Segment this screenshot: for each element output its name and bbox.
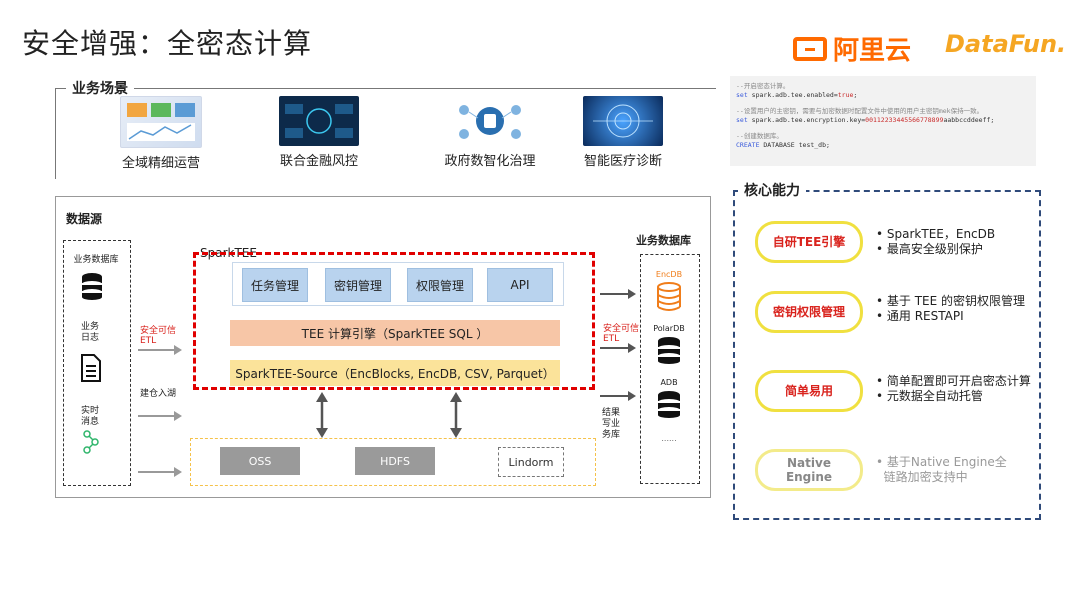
feature-item: • SparkTEE，EncDB [876,227,996,241]
capability-key-permission: 密钥权限管理 [755,291,863,333]
module-api: API [487,268,553,302]
architecture-diagram [55,196,711,498]
tee-compute-engine: TEE 计算引擎（SparkTEE SQL ） [230,320,560,346]
code-snippet: --开启密态计算。 set spark.adb.tee.enabled=true… [730,76,1036,166]
source-business-db-label: 业务数据库 [73,255,119,265]
module-task-management: 任务管理 [242,268,308,302]
aliyun-logo-text: 阿里云 [833,36,912,66]
scenario-item: 全域精细运营 [118,96,204,171]
capability-features: • 基于 TEE 的密钥权限管理 • 通用 RESTAPI [876,294,1025,324]
feature-item: • 简单配置即可开启密态计算 [876,374,1031,388]
government-thumbnail-icon [450,96,530,146]
aliyun-logo-icon [793,36,827,61]
code-comment: --设置用户的主密钥，需要与加密数据时配置文件中使用的用户主密钥mek保持一致。 [736,107,984,115]
encdb-database-icon [657,282,681,311]
code-line: set spark.adb.tee.enabled=true; [736,90,858,99]
code-comment: --创建数据库。 [736,132,783,140]
code-line: set spark.adb.tee.encryption.key=0011223… [736,115,995,124]
module-permission-management: 权限管理 [407,268,473,302]
scenario-item: 智能医疗诊断 [578,96,668,169]
scenario-label: 智能医疗诊断 [583,154,662,169]
database-icon [82,273,102,300]
feature-item: • 通用 RESTAPI [876,309,964,323]
finance-thumbnail-icon [279,96,359,146]
module-key-management: 密钥管理 [325,268,391,302]
feature-item: • 最高安全级别保护 [876,242,983,256]
aliyun-logo: 阿里云 [793,30,911,67]
medical-thumbnail-icon [583,96,663,146]
db-adb-label: ADB [660,378,678,387]
core-capabilities-panel [733,190,1041,520]
datasource-label: 数据源 [66,212,103,226]
datasource-panel [63,240,131,486]
bidirectional-arrows [316,392,462,438]
capability-features: • SparkTEE，EncDB • 最高安全级别保护 [876,227,995,257]
capability-easy-to-use: 简单易用 [755,370,863,412]
scenario-label: 政府数智化治理 [444,154,536,169]
code-comment: --开启密态计算。 [736,82,790,90]
feature-item: • 元数据全自动托管 [876,389,983,403]
source-message-label: 实时 消息 [80,406,99,427]
storage-oss: OSS [220,447,300,475]
business-db-panel [640,254,700,484]
dashboard-thumbnail-icon [120,96,202,148]
lake-ingest-label: 建仓入湖 [140,389,177,399]
scenario-label: 联合金融风控 [279,154,358,169]
message-stream-icon [83,430,99,454]
secure-etl-label: 安全可信 ETL [140,326,177,346]
capability-native-engine: Native Engine [755,449,863,491]
capability-tee-engine: 自研TEE引擎 [755,221,863,263]
business-db-label: 业务数据库 [636,234,691,247]
secure-etl-output-label: 安全可信 ETL [603,324,640,344]
scenario-item: 政府数智化治理 [440,96,540,169]
db-more-label: ...... [661,434,677,443]
polardb-database-icon [658,337,680,364]
modules-group [232,262,564,306]
result-write-label: 结果 写业 务库 [602,408,621,440]
adb-database-icon [658,391,680,418]
feature-item: • 基于 TEE 的密钥权限管理 [876,294,1026,308]
output-arrows [600,289,636,401]
scenario-item: 联合金融风控 [276,96,362,169]
storage-hdfs: HDFS [355,447,435,475]
scenario-label: 全域精细运营 [121,156,200,171]
capability-features: • 简单配置即可开启密态计算 • 元数据全自动托管 [876,374,1031,404]
scenarios-label: 业务场景 [66,78,134,98]
scenarios-panel [55,88,716,179]
db-polardb-label: PolarDB [653,324,685,333]
sparktee-panel [193,252,595,390]
source-log-label: 业务 日志 [80,322,99,343]
capability-features: • 基于Native Engine全 链路加密支持中 [876,455,1007,485]
db-encdb-label: EncDB [655,270,683,279]
datafun-logo: DataFun. [945,30,1067,58]
storage-lindorm: Lindorm [498,447,564,477]
ingest-arrows [138,345,182,477]
code-line: CREATE DATABASE test_db; [736,140,830,149]
feature-item: 链路加密支持中 [883,470,968,484]
feature-item: • 基于Native Engine全 [876,455,1007,469]
core-capabilities-label: 核心能力 [738,180,806,200]
sparktee-source: SparkTEE-Source（EncBlocks, EncDB, CSV, P… [230,360,560,386]
page-title: 安全增强：全密态计算 [22,27,313,60]
storage-panel [190,438,596,486]
document-icon [81,354,101,382]
